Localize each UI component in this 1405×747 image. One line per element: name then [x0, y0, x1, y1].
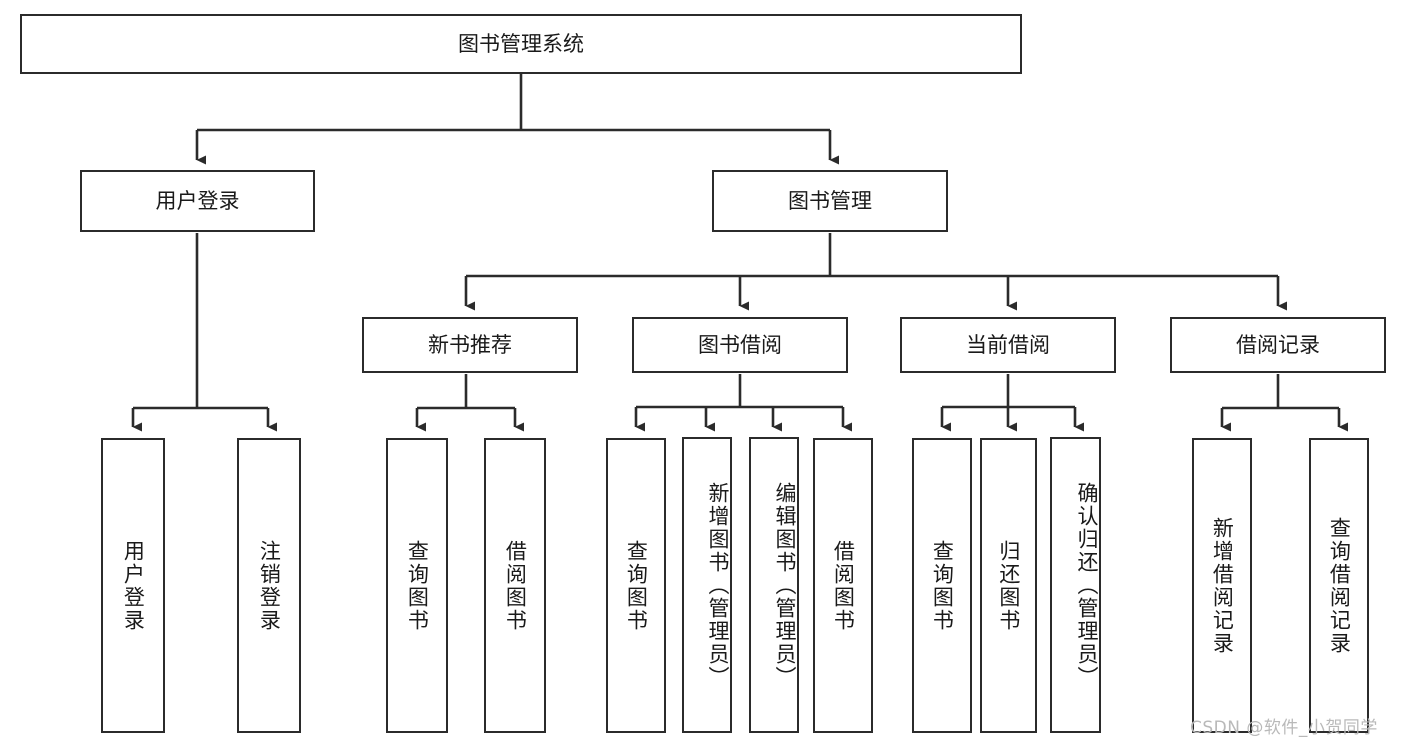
node-current-borrow[interactable]: 当前借阅 [900, 317, 1116, 373]
node-new-book-recommend[interactable]: 新书推荐 [362, 317, 578, 373]
node-book-borrow[interactable]: 图书借阅 [632, 317, 848, 373]
leaf-return-book[interactable]: 归还图书 [980, 438, 1037, 733]
leaf-confirm-return[interactable]: 确认归还（管理员） [1050, 437, 1101, 733]
leaf-edit-book[interactable]: 编辑图书（管理员） [749, 437, 799, 733]
node-borrow-record[interactable]: 借阅记录 [1170, 317, 1386, 373]
node-root[interactable]: 图书管理系统 [20, 14, 1022, 74]
leaf-query-borrow-record[interactable]: 查询借阅记录 [1309, 438, 1369, 733]
leaf-borrow-book-recommend[interactable]: 借阅图书 [484, 438, 546, 733]
leaf-add-book[interactable]: 新增图书（管理员） [682, 437, 732, 733]
leaf-query-book-recommend[interactable]: 查询图书 [386, 438, 448, 733]
leaf-user-login[interactable]: 用户登录 [101, 438, 165, 733]
node-user-login[interactable]: 用户登录 [80, 170, 315, 232]
leaf-query-book-current[interactable]: 查询图书 [912, 438, 972, 733]
node-book-manage[interactable]: 图书管理 [712, 170, 948, 232]
watermark-text: CSDN @软件_小贺同学 [1190, 718, 1378, 738]
leaf-logout-login[interactable]: 注销登录 [237, 438, 301, 733]
leaf-add-borrow-record[interactable]: 新增借阅记录 [1192, 438, 1252, 733]
leaf-borrow-book[interactable]: 借阅图书 [813, 438, 873, 733]
leaf-query-book-borrow[interactable]: 查询图书 [606, 438, 666, 733]
